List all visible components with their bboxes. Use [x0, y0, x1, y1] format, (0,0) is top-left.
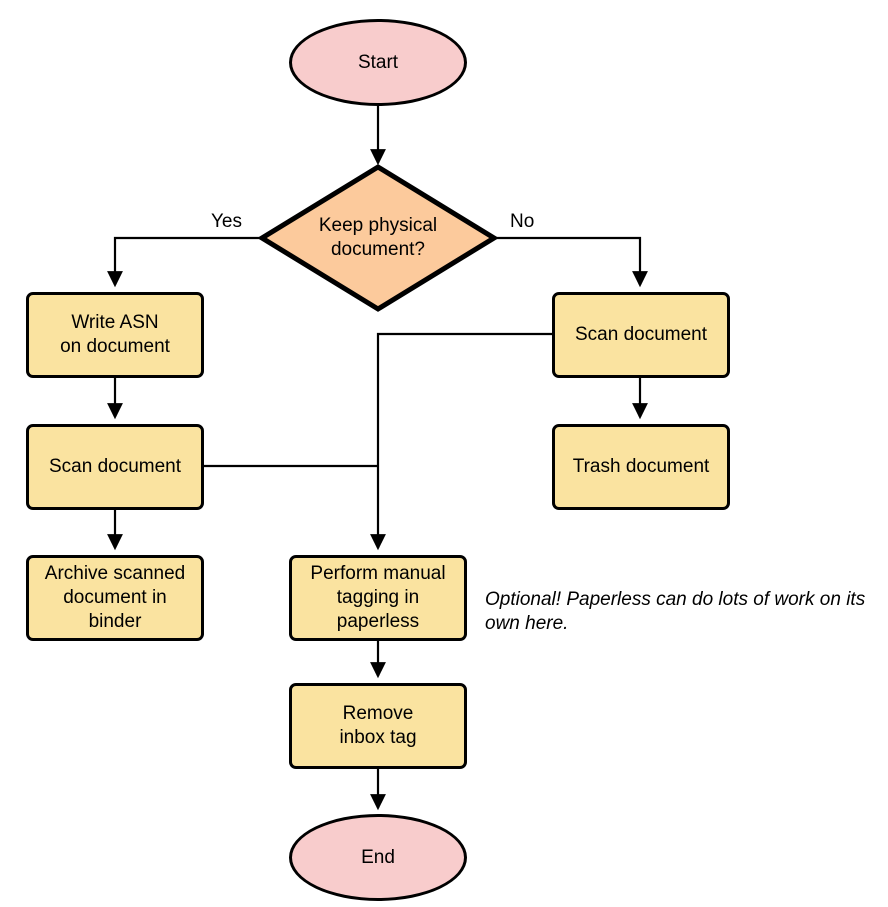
node-remove-inbox-tag[interactable]: Remove inbox tag: [289, 683, 467, 769]
node-scan-document-left-label: Scan document: [48, 456, 182, 478]
node-trash-document-label: Trash document: [572, 456, 710, 478]
node-scan-document-left[interactable]: Scan document: [26, 424, 204, 510]
edge-label-yes: Yes: [211, 211, 242, 232]
node-scan-document-right[interactable]: Scan document: [552, 292, 730, 378]
node-end-label: End: [361, 846, 395, 868]
edge-scan-right-to-tagging: [370, 332, 552, 551]
node-archive-label: Archive scanned document in binder: [44, 563, 186, 632]
node-write-asn-label: Write ASN on document: [60, 312, 170, 357]
node-perform-manual-tagging[interactable]: Perform manual tagging in paperless: [289, 555, 467, 641]
edge-label-no: No: [510, 211, 535, 232]
node-start[interactable]: Start: [289, 19, 467, 106]
decision-diamond-shape[interactable]: [258, 163, 498, 313]
node-remove-inbox-tag-label: Remove inbox tag: [339, 703, 417, 748]
edge-decision-yes-to-write-asn: [107, 236, 263, 288]
node-archive-scanned-document[interactable]: Archive scanned document in binder: [26, 555, 204, 641]
edge-decision-no-to-scan-right: [493, 236, 648, 288]
node-tagging-label: Perform manual tagging in paperless: [310, 563, 446, 632]
node-scan-document-right-label: Scan document: [574, 324, 708, 346]
node-decision-keep-physical-document[interactable]: Keep physical document?: [278, 198, 478, 278]
annotation-optional-paperless: Optional! Paperless can do lots of work …: [485, 589, 866, 635]
node-write-asn-on-document[interactable]: Write ASN on document: [26, 292, 204, 378]
node-end[interactable]: End: [289, 814, 467, 901]
node-trash-document[interactable]: Trash document: [552, 424, 730, 510]
node-decision-label: Keep physical document?: [318, 215, 438, 260]
node-start-label: Start: [357, 51, 399, 73]
